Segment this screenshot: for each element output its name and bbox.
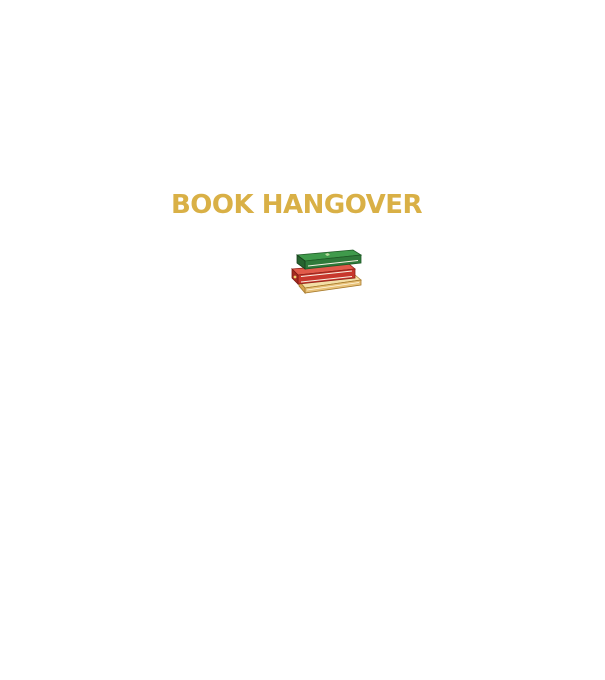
top-book	[295, 249, 363, 270]
brand-title: BOOK HANGOVER	[170, 190, 423, 220]
middle-book	[291, 263, 356, 285]
book-stack-icon	[291, 249, 363, 295]
